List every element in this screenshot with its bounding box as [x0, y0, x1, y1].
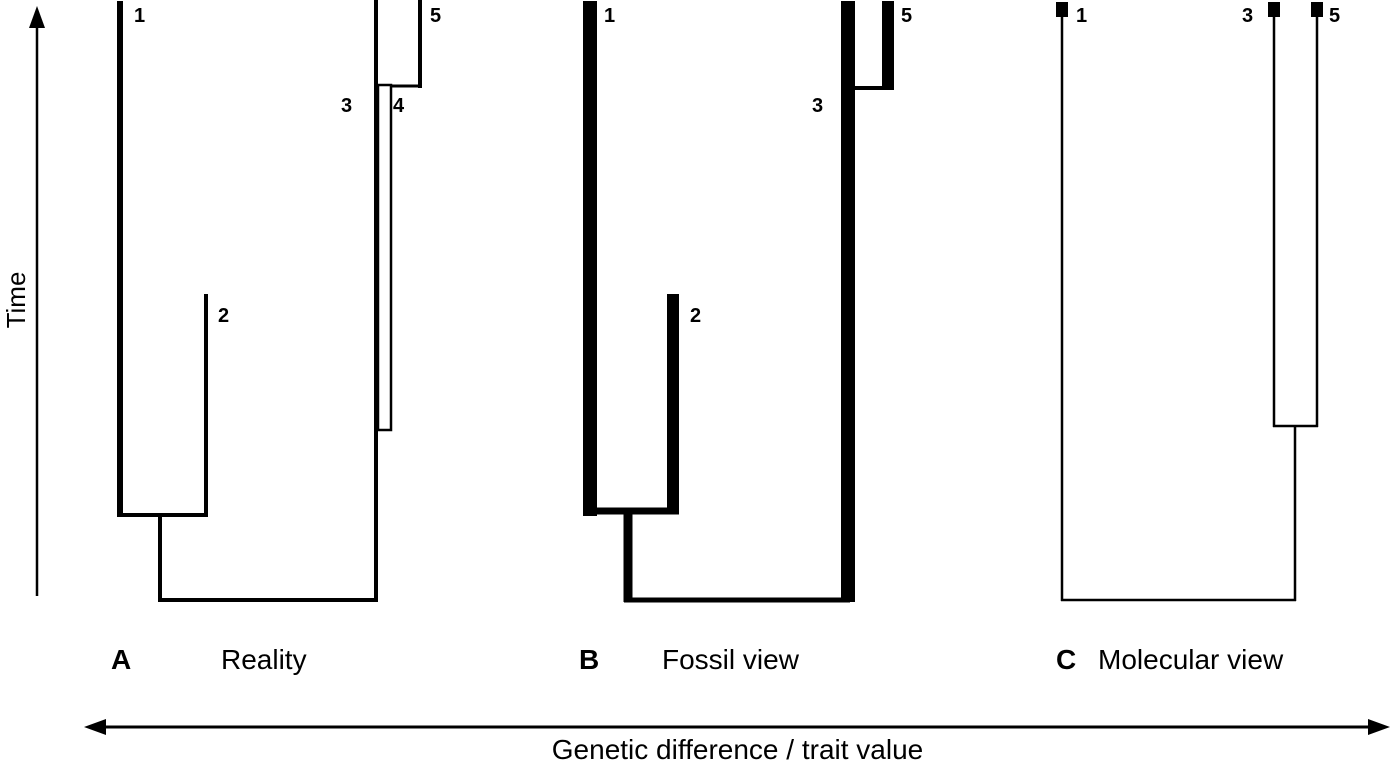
time-axis-arrow: [29, 6, 45, 596]
panel-a-taxon-label-5: 5: [430, 5, 442, 27]
x-axis-arrowhead-left: [84, 719, 106, 735]
panel-a-taxon-label-1: 1: [134, 5, 146, 27]
panel-a-letter: A: [111, 644, 132, 675]
panel-b-title: Fossil view: [662, 644, 799, 675]
tree-layer: [117, 0, 1323, 603]
panel-b-taxon-label-3: 3: [812, 95, 824, 117]
panel-c-tip-square-1: [1056, 2, 1068, 17]
panel-c-taxon-label-3: 3: [1242, 5, 1254, 27]
panel-b-letter: B: [579, 644, 600, 675]
panel-a-taxon-label-3: 3: [341, 95, 353, 117]
panel-a-title: Reality: [221, 644, 307, 675]
panel-c-taxon-label-1: 1: [1076, 5, 1088, 27]
panel-c-tip-square-3: [1268, 2, 1280, 17]
panel-b-taxon-label-2: 2: [690, 305, 702, 327]
panel-c-taxon-label-5: 5: [1329, 5, 1341, 27]
panel-b-taxon-label-5: 5: [901, 5, 913, 27]
panel-a-taxon-label-4: 4: [393, 95, 405, 117]
x-axis-arrow: [84, 719, 1390, 735]
panel-a-lineage-4-hollow: [376, 83, 393, 432]
time-axis-arrowhead: [29, 6, 45, 28]
panel-c-tip-square-5: [1311, 2, 1323, 17]
panel-b-taxon-label-1: 1: [604, 5, 616, 27]
time-axis-label: Time: [1, 271, 31, 329]
x-axis-label: Genetic difference / trait value: [551, 734, 924, 765]
panel-c-title: Molecular view: [1098, 644, 1284, 675]
panel-c-letter: C: [1056, 644, 1077, 675]
panel-a-taxon-label-2: 2: [218, 305, 230, 327]
x-axis-arrowhead-right: [1368, 719, 1390, 735]
